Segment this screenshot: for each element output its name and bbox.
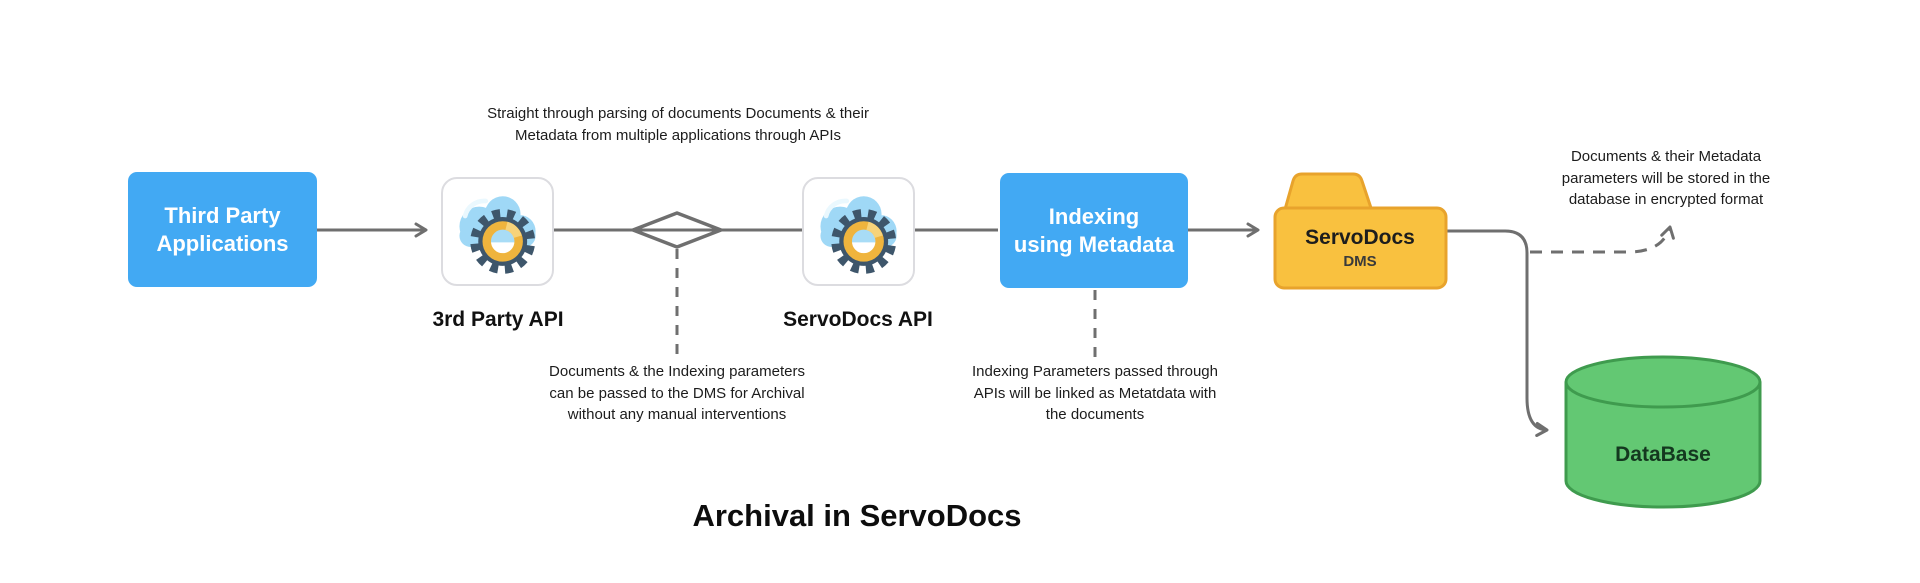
annotation-encrypted-storage: Documents & their Metadata parameters wi… bbox=[1541, 146, 1791, 211]
annotation-straight-through-parsing: Straight through parsing of documents Do… bbox=[468, 103, 888, 147]
node-label-servodocs-api: ServoDocs API bbox=[783, 308, 933, 331]
folder-icon bbox=[1273, 172, 1448, 290]
node-label-third-party-api: 3rd Party API bbox=[432, 308, 564, 331]
annotation-archival-no-manual-intervention: Documents & the Indexing parameters can … bbox=[527, 361, 827, 426]
folder-subtitle: DMS bbox=[1343, 252, 1377, 270]
annotation-line: Metadata from multiple applications thro… bbox=[514, 127, 841, 144]
annotation-line: the documents bbox=[1045, 406, 1145, 423]
node-label-line: Third Party bbox=[164, 202, 281, 228]
node-label-line: Indexing bbox=[1048, 203, 1140, 229]
gear-shape bbox=[469, 208, 535, 274]
folder-title: ServoDocs bbox=[1305, 225, 1415, 249]
dashed-arrow-to-storage-note bbox=[1530, 225, 1675, 254]
database-cylinder-icon bbox=[1564, 355, 1762, 509]
annotation-line: Documents & their Metadata bbox=[1570, 148, 1762, 165]
annotation-line: database in encrypted format bbox=[1568, 191, 1764, 208]
gear-shape bbox=[830, 208, 896, 274]
annotation-line: Straight through parsing of documents Do… bbox=[487, 105, 869, 122]
node-third-party-api-card bbox=[441, 177, 554, 286]
folder-text: ServoDocs DMS bbox=[1272, 208, 1448, 288]
annotation-line: without any manual interventions bbox=[567, 406, 787, 423]
annotation-line: Documents & the Indexing parameters bbox=[549, 363, 805, 380]
node-servodocs-dms-folder: ServoDocs DMS bbox=[1272, 170, 1448, 292]
diagram-title: Archival in ServoDocs bbox=[692, 498, 1022, 533]
annotation-line: Indexing Parameters passed through bbox=[972, 363, 1218, 380]
annotation-indexing-parameters: Indexing Parameters passed through APIs … bbox=[945, 361, 1245, 426]
node-servodocs-api-card bbox=[802, 177, 915, 286]
node-database: DataBase bbox=[1562, 353, 1764, 511]
diamond-connector bbox=[631, 211, 723, 249]
cloud-gear-icon bbox=[819, 195, 897, 274]
arrow-dms-to-database bbox=[1446, 229, 1549, 437]
cloud-gear-icon bbox=[458, 195, 536, 274]
node-indexing-using-metadata: Indexing using Metadata bbox=[1000, 173, 1188, 288]
annotation-line: APIs will be linked as Metatdata with bbox=[973, 384, 1217, 402]
annotation-line: can be passed to the DMS for Archival bbox=[549, 384, 805, 402]
node-label-line: using Metadata bbox=[1013, 231, 1175, 257]
database-label: DataBase bbox=[1615, 443, 1711, 466]
node-label-line: Applications bbox=[156, 230, 289, 256]
annotation-line: parameters will be stored in the bbox=[1561, 169, 1771, 187]
node-third-party-applications: Third Party Applications bbox=[128, 172, 317, 287]
